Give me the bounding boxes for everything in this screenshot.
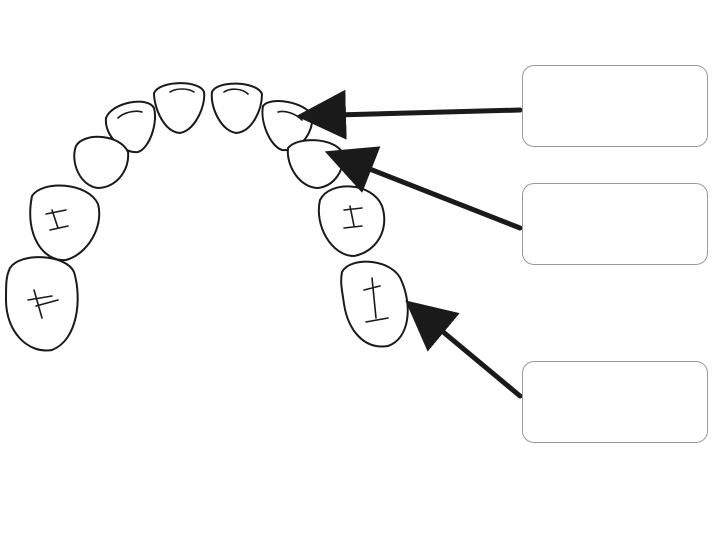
tooth-premolar-left (29, 184, 101, 262)
tooth-canine-left (73, 135, 130, 189)
tooth-central-incisor-left (153, 82, 206, 134)
tooth-detail (169, 88, 195, 93)
label-box-2[interactable] (522, 183, 708, 265)
tooth-detail (45, 209, 69, 231)
tooth-detail (27, 289, 59, 319)
arrow-to-lateral-incisor (296, 89, 523, 140)
arrow-to-molar (405, 300, 523, 399)
arrow-to-canine (324, 146, 523, 231)
label-box-1[interactable] (522, 65, 708, 147)
tooth-premolar-right (317, 185, 386, 257)
tooth-detail (117, 110, 143, 119)
tooth-canine-right (286, 139, 344, 189)
tooth-detail (343, 205, 363, 229)
tooth-detail (223, 88, 249, 95)
label-box-3[interactable] (522, 361, 708, 443)
tooth-detail (363, 277, 389, 323)
tooth-central-incisor-right (210, 82, 263, 134)
